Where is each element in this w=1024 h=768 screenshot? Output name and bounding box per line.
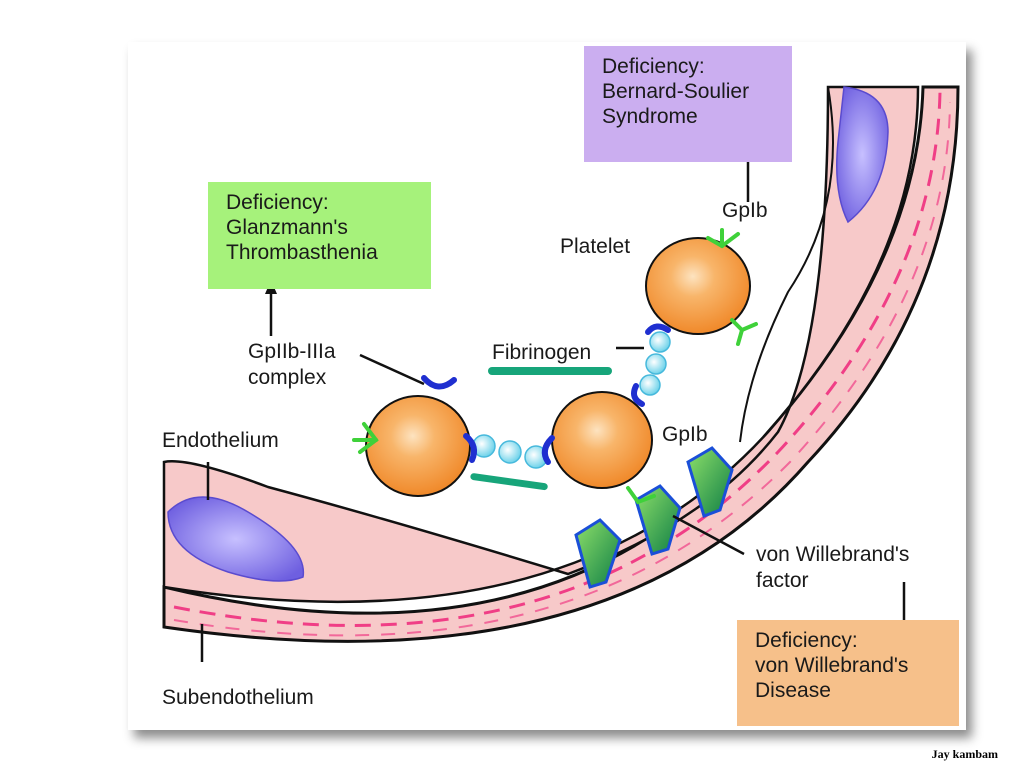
diagram-artwork <box>162 85 960 662</box>
glanzmann-line-2: Glanzmann's <box>226 216 348 239</box>
subendothelium-layer <box>162 85 960 643</box>
endothelial-nucleus-left <box>167 496 305 582</box>
vwf-label-line-2: factor <box>756 569 809 592</box>
fibrinogen-bar-bottom <box>470 473 548 491</box>
vwf-molecules <box>574 446 734 589</box>
glanzmann-deficiency-box: Deficiency: Glanzmann's Thrombasthenia <box>208 182 431 289</box>
vwd-line-3: Disease <box>755 679 831 702</box>
endothelium-label: Endothelium <box>162 429 279 452</box>
glanzmann-line-3: Thrombasthenia <box>226 241 378 264</box>
bernard-line-3: Syndrome <box>602 105 698 128</box>
platelet-top <box>645 237 751 335</box>
glanzmann-line-1: Deficiency: <box>226 191 329 214</box>
platelet-middle <box>551 391 653 489</box>
vwd-line-2: von Willebrand's <box>755 654 909 677</box>
fibrinogen-beads-vertical <box>639 331 671 396</box>
fibrinogen-beads-horizontal <box>472 434 548 469</box>
vwd-deficiency-box: Deficiency: von Willebrand's Disease <box>737 620 959 726</box>
bernard-line-2: Bernard-Soulier <box>602 80 750 103</box>
gpib-label-top: GpIb <box>722 199 768 222</box>
gpiib-iiia-receptors <box>421 323 671 465</box>
subendothelium-dashes <box>173 91 942 627</box>
fibrinogen-bar-top <box>488 367 612 375</box>
gpib-receptors <box>352 228 758 505</box>
gpiib-iiia-label-line-2: complex <box>248 366 327 389</box>
vwf-label-line-1: von Willebrand's <box>756 543 910 566</box>
diagram-frame: Deficiency: Glanzmann's Thrombasthenia D… <box>128 42 966 730</box>
author-footer: Jay kambam <box>931 747 998 761</box>
platelet-label: Platelet <box>560 235 631 258</box>
platelet-left <box>365 395 471 497</box>
endothelial-nucleus-right <box>836 86 889 224</box>
subendothelium-label: Subendothelium <box>162 686 314 709</box>
bernard-soulier-deficiency-box: Deficiency: Bernard-Soulier Syndrome <box>584 46 792 162</box>
bernard-line-1: Deficiency: <box>602 55 705 78</box>
gpiib-iiia-label-line-1: GpIIb-IIIa <box>248 340 336 363</box>
vwd-line-1: Deficiency: <box>755 629 858 652</box>
gpib-label-middle: GpIb <box>662 423 708 446</box>
fibrinogen-label: Fibrinogen <box>492 341 592 364</box>
